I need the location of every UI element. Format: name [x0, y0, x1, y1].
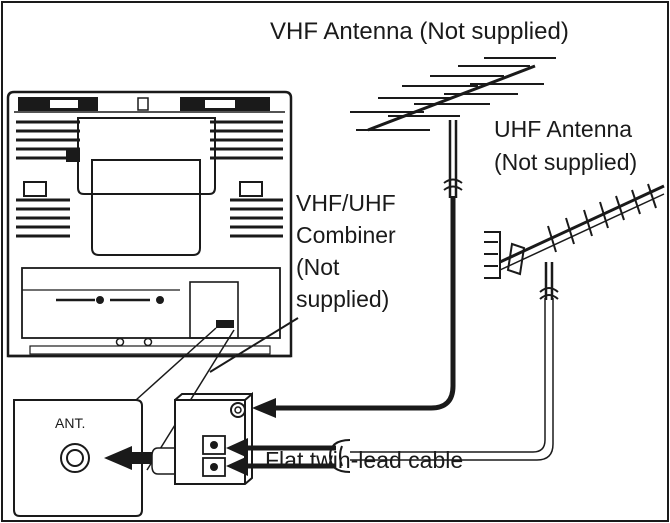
combiner-leader-line — [209, 317, 299, 373]
uhf-antenna-icon — [484, 183, 665, 300]
combiner-label: VHF/UHF Combiner (Not supplied) — [296, 187, 396, 315]
vhf-lead-cable — [270, 196, 456, 411]
vhf-antenna-icon — [350, 57, 556, 198]
combiner-label-line2: Combiner — [296, 222, 396, 248]
twin-lead-arrows — [226, 438, 336, 476]
uhf-antenna-label-line1: UHF Antenna — [494, 116, 633, 142]
ant-terminal-icon — [13, 399, 143, 517]
arrow-icon — [104, 446, 152, 470]
combiner-label-line3: (Not — [296, 254, 340, 280]
vhf-arrow-icon — [252, 398, 276, 418]
uhf-twin-lead — [328, 298, 554, 473]
combiner-box — [151, 391, 253, 485]
uhf-antenna-label-line2: (Not supplied) — [494, 149, 638, 175]
ant-terminal-label: ANT. — [55, 415, 86, 431]
uhf-antenna-label: UHF Antenna (Not supplied) — [494, 113, 637, 179]
combiner-label-line1: VHF/UHF — [296, 190, 396, 216]
combiner-label-line4: supplied) — [296, 286, 390, 312]
tv-rear-panel — [6, 90, 293, 358]
vhf-antenna-label: VHF Antenna (Not supplied) — [270, 18, 569, 45]
flat-twin-lead-cable-label: Flat twin-lead cable — [265, 447, 464, 473]
